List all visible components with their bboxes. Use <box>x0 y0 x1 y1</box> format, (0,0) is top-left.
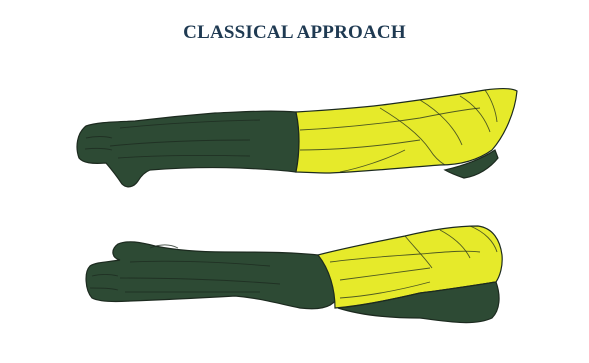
lower-arm-illustration <box>86 226 502 323</box>
lower-arm-dark-region <box>86 242 337 309</box>
upper-arm-illustration <box>77 89 517 187</box>
